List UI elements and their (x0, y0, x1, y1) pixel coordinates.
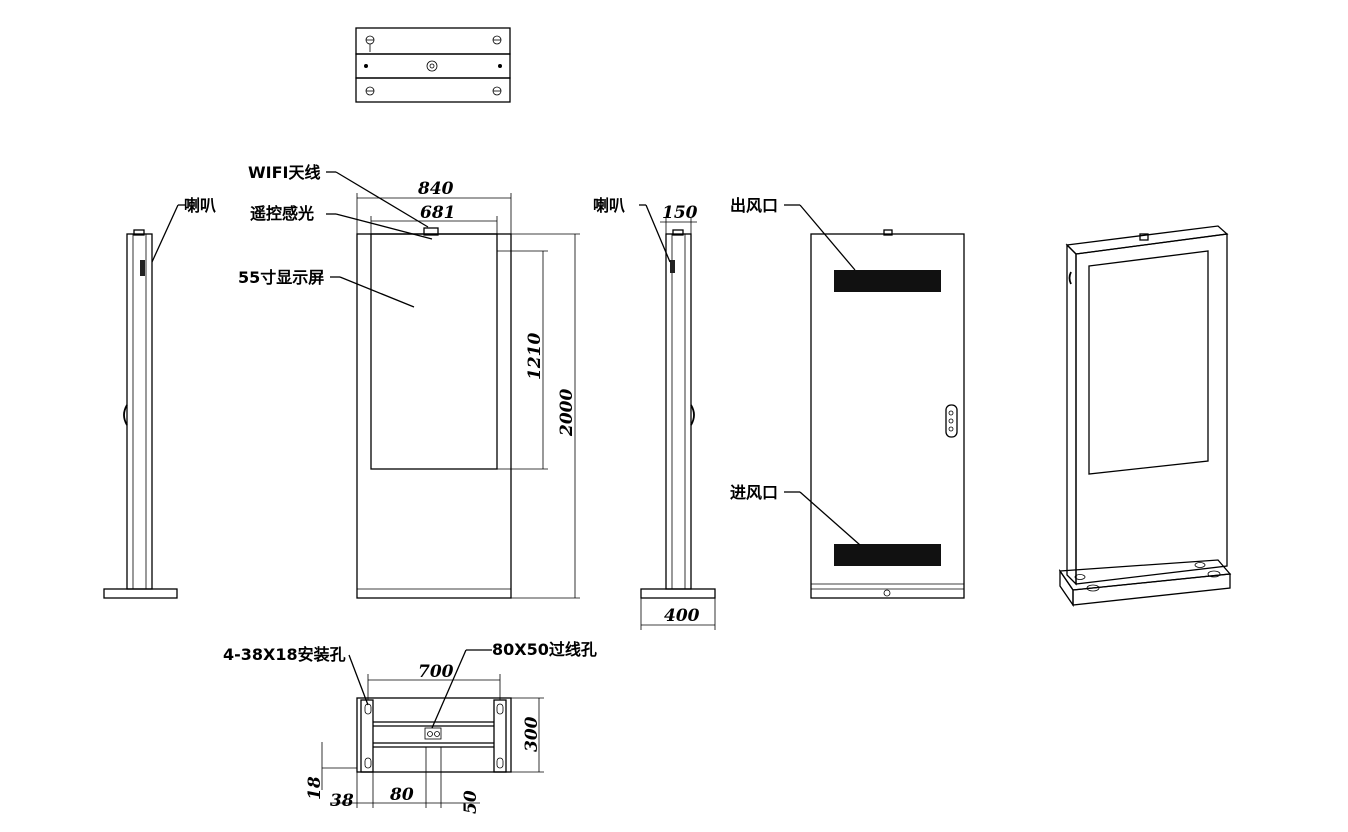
front-view (326, 171, 580, 599)
back-view (784, 204, 965, 599)
dim-total-width: 840 (417, 179, 454, 199)
air-outlet-label: 出风口 (730, 196, 778, 215)
dim-depth: 150 (662, 203, 698, 223)
dim-offset-50: 50 (461, 790, 481, 814)
dim-total-height: 2000 (557, 389, 577, 437)
dim-offset-18: 18 (305, 776, 325, 800)
inlet-vent (834, 544, 941, 566)
dim-offset-38: 38 (330, 791, 354, 811)
outlet-vent (834, 270, 941, 292)
display-label: 55寸显示屏 (238, 268, 324, 287)
mount-holes-label: 4-38X18安装孔 (223, 645, 346, 664)
top-view-bracket (355, 27, 511, 103)
speaker-left-label: 喇叭 (184, 196, 216, 215)
left-side-view (103, 204, 186, 599)
dim-screen-height: 1210 (525, 333, 545, 380)
remote-sensor-label: 遥控感光 (250, 204, 314, 223)
dim-base-depth: 400 (664, 606, 700, 626)
dim-base-width: 300 (522, 716, 542, 752)
right-side-view (639, 204, 716, 630)
perspective-view (1058, 225, 1232, 608)
dim-screen-width: 681 (420, 203, 456, 223)
cable-hole-label: 80X50过线孔 (492, 640, 597, 659)
speaker-right-label: 喇叭 (593, 196, 625, 215)
air-inlet-label: 进风口 (730, 483, 778, 502)
dim-hole-spacing: 700 (418, 662, 454, 682)
wifi-antenna-label: WIFI天线 (248, 163, 321, 182)
dim-offset-80: 80 (389, 785, 414, 805)
base-plan-view (321, 649, 544, 808)
